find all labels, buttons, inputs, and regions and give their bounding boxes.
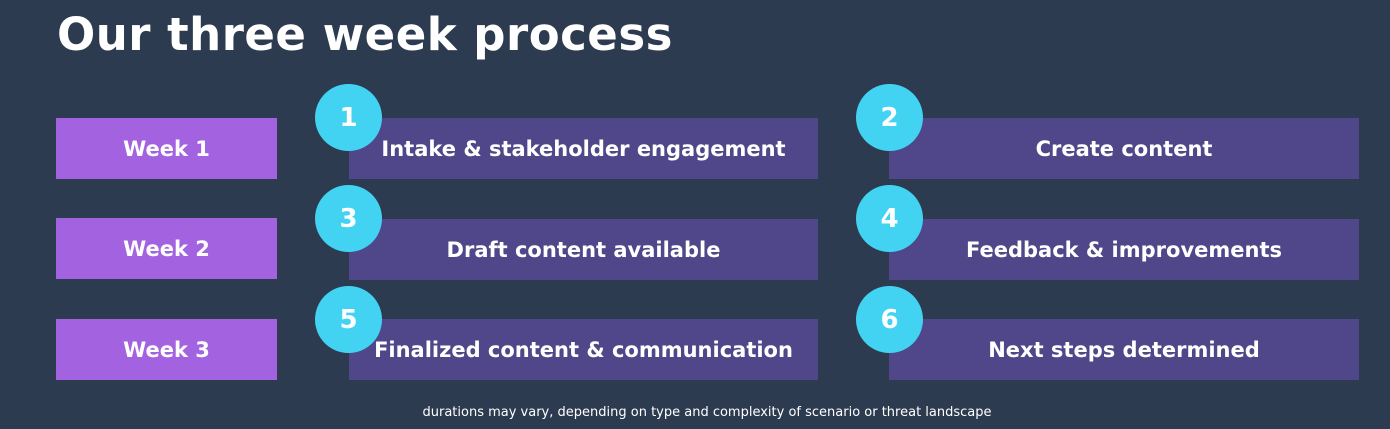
- step-1-box: Intake & stakeholder engagement: [349, 118, 818, 179]
- footnote: durations may vary, depending on type an…: [422, 405, 992, 420]
- step-1-number-badge: 1: [315, 84, 382, 151]
- step-4-box: Feedback & improvements: [889, 219, 1359, 280]
- step-3-box: Draft content available: [349, 219, 818, 280]
- step-5-box: Finalized content & communication: [349, 319, 818, 380]
- page-title: Our three week process: [57, 8, 673, 61]
- step-2-box: Create content: [889, 118, 1359, 179]
- step-4-number-badge: 4: [856, 185, 923, 252]
- step-5-number-badge: 5: [315, 286, 382, 353]
- week-1-label: Week 1: [56, 118, 277, 179]
- step-6-box: Next steps determined: [889, 319, 1359, 380]
- week-3-label: Week 3: [56, 319, 277, 380]
- step-3-number-badge: 3: [315, 185, 382, 252]
- step-2-number-badge: 2: [856, 84, 923, 151]
- week-2-label: Week 2: [56, 218, 277, 279]
- step-6-number-badge: 6: [856, 286, 923, 353]
